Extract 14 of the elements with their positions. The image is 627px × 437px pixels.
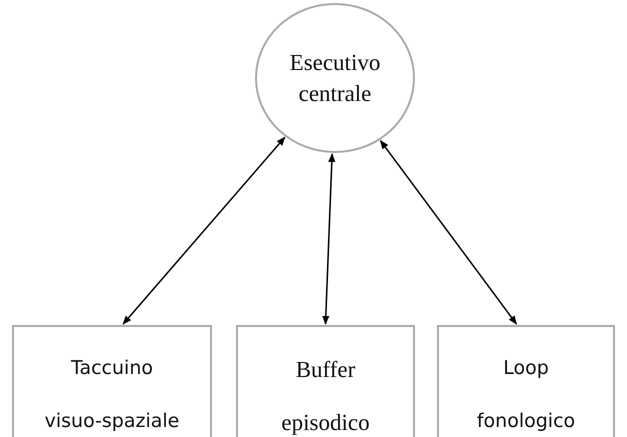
node-label: episodico: [280, 410, 371, 436]
component-box: [236, 325, 415, 437]
node-label: Esecutivo centrale: [288, 48, 382, 108]
node-label: fonologico: [476, 410, 576, 432]
node-label: Taccuino: [70, 357, 154, 379]
double-arrow: [322, 153, 336, 325]
component-box: [437, 325, 615, 437]
double-arrow: [122, 136, 286, 325]
node-label: Loop: [502, 357, 550, 379]
ellipse-node: [255, 3, 415, 153]
double-arrow: [380, 140, 518, 325]
node-label: visuo-spaziale: [44, 410, 180, 432]
component-box: [12, 325, 212, 437]
node-label: Buffer: [294, 357, 356, 383]
